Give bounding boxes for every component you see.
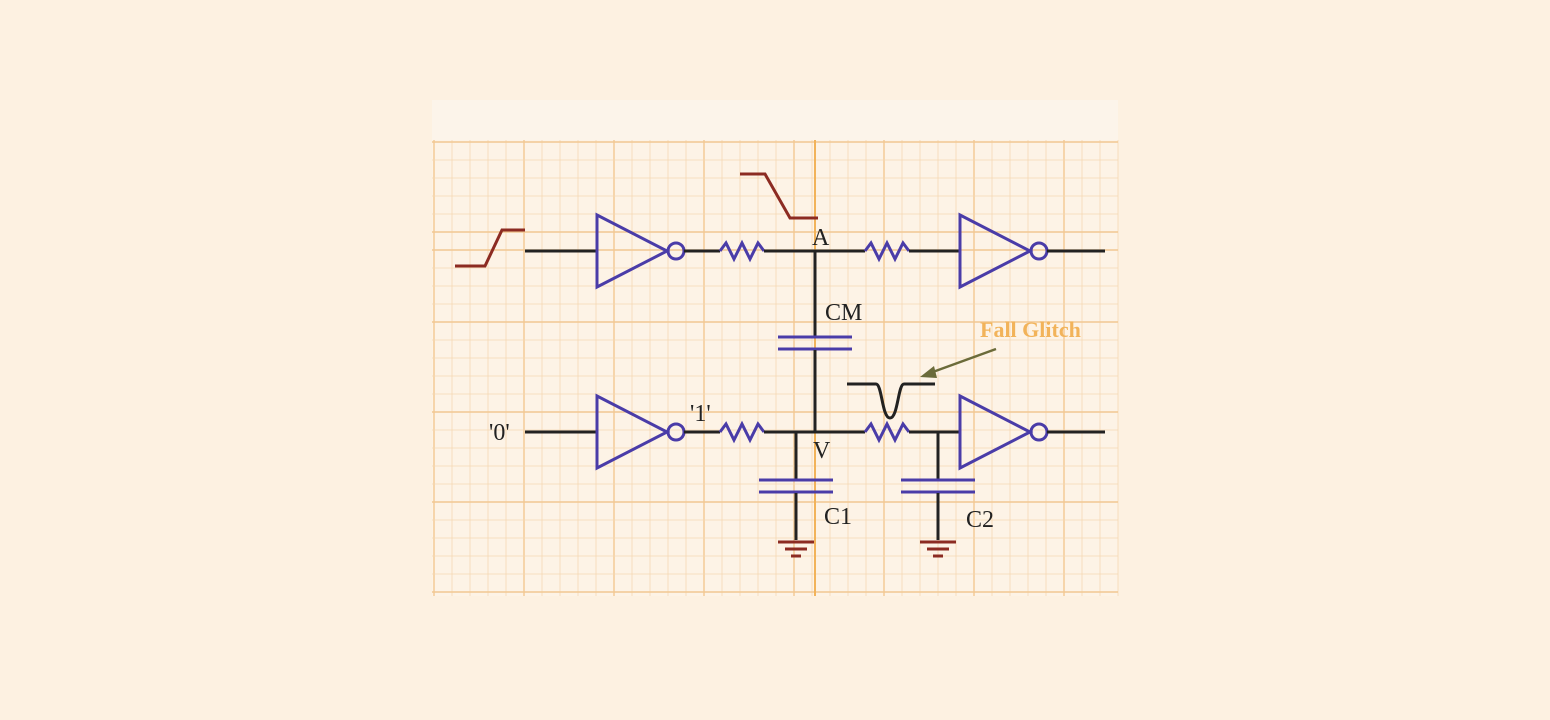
glitch-arrow [920,347,997,378]
diagram-panel [432,100,1118,596]
coupling-capacitor-cm [778,251,852,432]
graph-paper-grid [432,140,1119,596]
victim-resistor-1 [718,420,766,444]
fall-glitch-label: Fall Glitch [980,317,1081,342]
rising-input-waveform [455,228,525,268]
ground-symbol-c1 [778,540,814,558]
node-a-label: A [812,225,830,251]
victim-receiver-inverter [958,393,1034,471]
cm-label: CM [825,300,862,326]
aggressor-resistor-1 [718,239,766,263]
falling-waveform-node-a [740,172,818,220]
fall-glitch-waveform [847,382,935,420]
aggressor-resistor-2 [863,239,911,263]
victim-resistor-2 [863,420,911,444]
panel-header-strip [432,100,1118,140]
c1-label: C1 [824,504,852,530]
node-v-label: V [813,438,831,464]
aggressor-receiver-inverter [958,212,1034,290]
capacitor-c1 [759,432,833,558]
aggressor-net [455,172,1105,290]
output-one-label: '1' [690,401,711,427]
victim-driver-inverter [595,393,671,471]
victim-net [525,382,1105,471]
capacitor-c2 [901,432,975,558]
c2-label: C2 [966,507,994,533]
ground-symbol-c2 [920,540,956,558]
input-zero-label: '0' [489,420,510,446]
aggressor-driver-inverter [595,212,671,290]
